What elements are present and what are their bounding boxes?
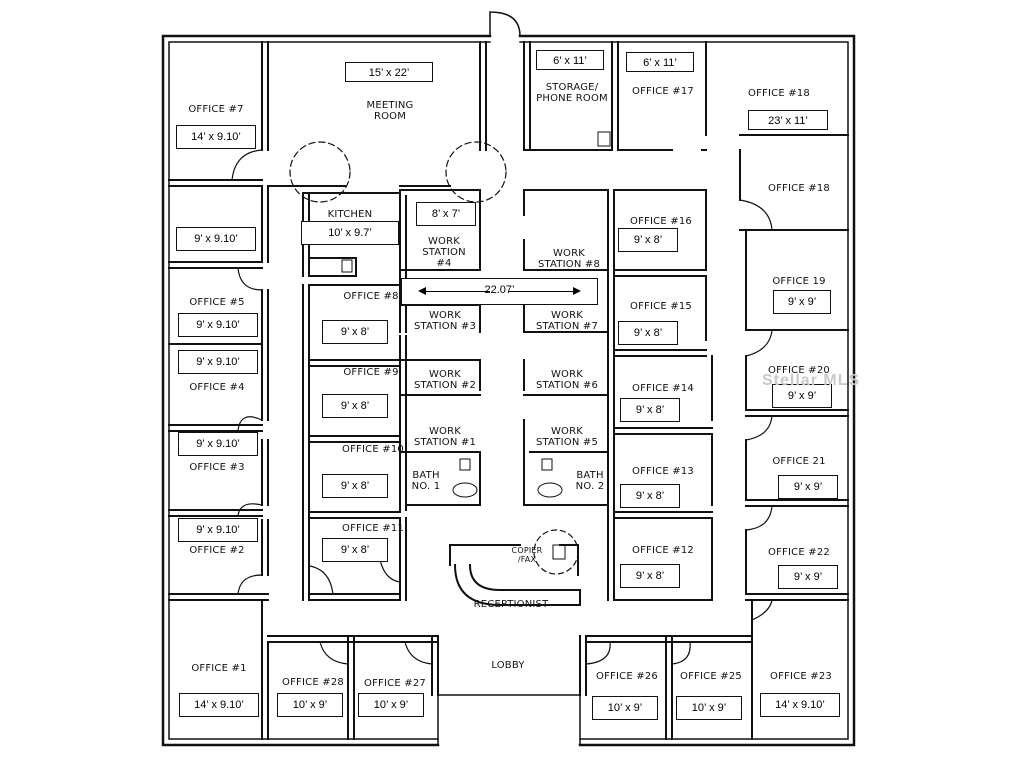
- label-office-22: OFFICE #22: [768, 547, 830, 558]
- label-office-13: OFFICE #13: [632, 466, 694, 477]
- dim-office-18: 23’ x 11’: [748, 110, 828, 130]
- reception-desk: [449, 529, 581, 606]
- dim-office-10: 9’ x 8’: [322, 474, 388, 498]
- label-lobby: LOBBY: [491, 660, 525, 671]
- dim-office-9: 9’ x 8’: [322, 394, 388, 418]
- label-office-18: OFFICE #18: [768, 183, 830, 194]
- dim-office-8: 9’ x 8’: [322, 320, 388, 344]
- label-bath-2: BATH NO. 2: [575, 470, 605, 492]
- dim-office-16: 9’ x 8’: [618, 228, 678, 252]
- label-office-15: OFFICE #15: [630, 301, 692, 312]
- dim-kitchen: 10’ x 9.7’: [301, 221, 399, 245]
- dim-office-26: 10’ x 9’: [592, 696, 658, 720]
- arrow-line: [424, 291, 490, 292]
- label-ws5: WORK STATION #5: [535, 426, 599, 448]
- label-ws2: WORK STATION #2: [413, 369, 477, 391]
- dim-office-7: 14’ x 9.10’: [176, 125, 256, 149]
- left-offices: [168, 41, 269, 740]
- label-office-28: OFFICE #28: [282, 677, 344, 688]
- dim-office-15: 9’ x 8’: [618, 321, 678, 345]
- label-office-3: OFFICE #3: [189, 462, 245, 473]
- outer-wall: [161, 34, 856, 747]
- dim-corridor-label: 22.07’: [484, 284, 515, 296]
- left-door-swings: [231, 149, 263, 595]
- dim-office-25: 10’ x 9’: [676, 696, 742, 720]
- dim-office-2: 9’ x 9.10’: [178, 518, 258, 542]
- label-office-8: OFFICE #8: [343, 291, 399, 302]
- center-right-offices: [607, 189, 713, 601]
- right-door-swings: [739, 199, 773, 621]
- label-office-25: OFFICE #25: [680, 671, 742, 682]
- label-receptionist: RECEPTIONIST: [473, 599, 549, 610]
- label-copier: COPIER /FAX: [511, 546, 543, 564]
- dim-storage: 6’ x 11’: [536, 50, 604, 70]
- arrow-left-icon: [418, 287, 426, 295]
- dim-left-top2: 9’ x 9.10’: [176, 227, 256, 251]
- label-office-11: OFFICE #11: [342, 523, 404, 534]
- dim-office-17: 6’ x 11’: [626, 52, 694, 72]
- dim-office-11: 9’ x 8’: [322, 538, 388, 562]
- label-ws6: WORK STATION #6: [535, 369, 599, 391]
- dim-office-3: 9’ x 9.10’: [178, 432, 258, 456]
- label-meeting-room: MEETING ROOM: [366, 100, 414, 122]
- dim-office-19: 9’ x 9’: [773, 290, 831, 314]
- arrow-line: [509, 291, 575, 292]
- dim-office-5: 9’ x 9.10’: [178, 313, 258, 337]
- label-office-4: OFFICE #4: [189, 382, 245, 393]
- top-door: [489, 11, 521, 37]
- dim-corridor-width: 22.07’: [401, 278, 598, 305]
- label-office-9: OFFICE #9: [343, 367, 399, 378]
- dim-meeting-room: 15’ x 22’: [345, 62, 433, 82]
- label-ws8: WORK STATION #8: [537, 248, 601, 270]
- label-office-10: OFFICE #10: [342, 444, 404, 455]
- dim-office-21: 9’ x 9’: [778, 475, 838, 499]
- meeting-room-walls: [267, 41, 507, 203]
- label-ws1: WORK STATION #1: [413, 426, 477, 448]
- top-right-rooms: [523, 41, 707, 151]
- label-office-2: OFFICE #2: [189, 545, 245, 556]
- label-office-16: OFFICE #16: [630, 216, 692, 227]
- label-office-27: OFFICE #27: [364, 678, 426, 689]
- label-office-1: OFFICE #1: [191, 663, 247, 674]
- label-storage: STORAGE/ PHONE ROOM: [536, 82, 608, 104]
- label-ws3: WORK STATION #3: [413, 310, 477, 332]
- dim-office-1: 14’ x 9.10’: [179, 693, 259, 717]
- label-office-23: OFFICE #23: [770, 671, 832, 682]
- dim-office-14: 9’ x 8’: [620, 398, 680, 422]
- bottom-offices: [267, 635, 753, 740]
- dim-ws4: 8’ x 7’: [416, 202, 476, 226]
- label-ws7: WORK STATION #7: [535, 310, 599, 332]
- label-ws4: WORK STATION #4: [422, 236, 466, 269]
- dim-office-22: 9’ x 9’: [778, 565, 838, 589]
- dim-office-12: 9’ x 8’: [620, 564, 680, 588]
- dim-office-23: 14’ x 9.10’: [760, 693, 840, 717]
- dim-office-13: 9’ x 8’: [620, 484, 680, 508]
- bath-rooms: [405, 451, 609, 506]
- watermark: Stellar MLS: [762, 372, 861, 389]
- label-office-5: OFFICE #5: [189, 297, 245, 308]
- center-left-offices: [302, 284, 407, 601]
- workstations-right: [523, 189, 609, 511]
- label-office-18-top: OFFICE #18: [748, 88, 810, 99]
- dim-office-4: 9’ x 9.10’: [178, 350, 258, 374]
- dim-office-28: 10’ x 9’: [277, 693, 343, 717]
- label-office-7: OFFICE #7: [188, 104, 244, 115]
- dim-office-20: 9’ x 9’: [772, 384, 832, 408]
- right-offices: [739, 134, 849, 740]
- label-office-17: OFFICE #17: [632, 86, 694, 97]
- label-office-26: OFFICE #26: [596, 671, 658, 682]
- label-office-21: OFFICE 21: [772, 456, 826, 467]
- label-office-20: OFFICE #20: [768, 365, 830, 376]
- label-bath-1: BATH NO. 1: [411, 470, 441, 492]
- label-kitchen: KITCHEN: [327, 209, 373, 220]
- label-office-14: OFFICE #14: [632, 383, 694, 394]
- label-office-19: OFFICE 19: [772, 276, 826, 287]
- arrow-right-icon: [573, 287, 581, 295]
- dim-office-27: 10’ x 9’: [358, 693, 424, 717]
- label-office-12: OFFICE #12: [632, 545, 694, 556]
- bottom-door-swings: [309, 559, 691, 665]
